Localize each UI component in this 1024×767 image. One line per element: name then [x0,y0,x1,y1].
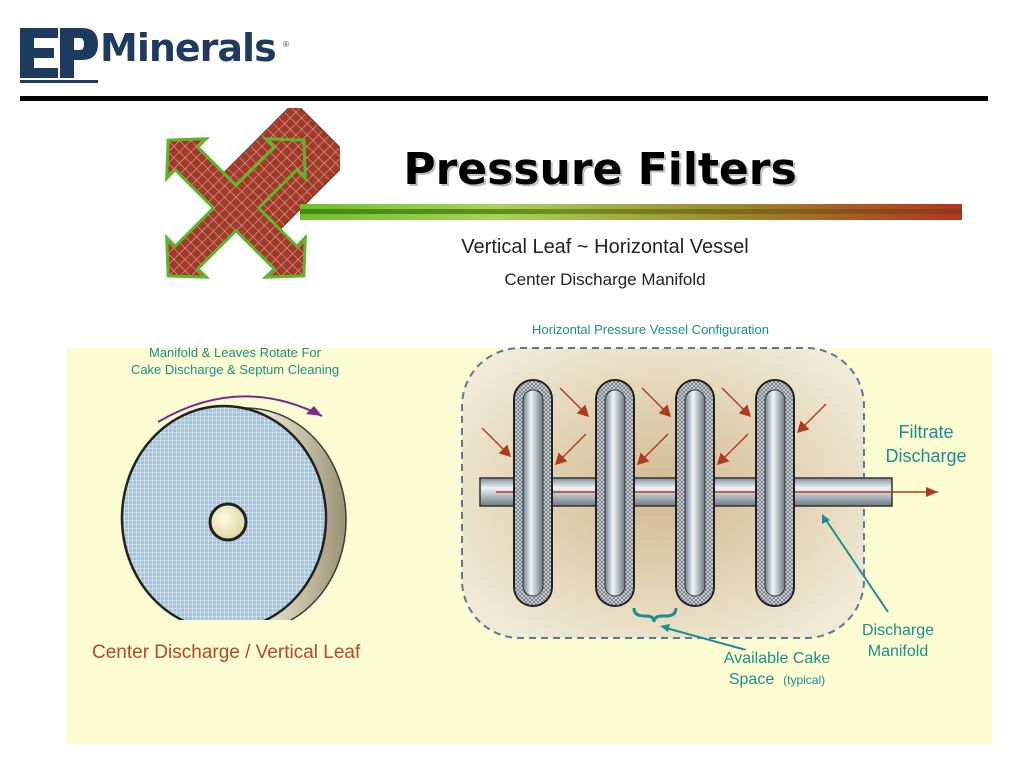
filter-leaf-disc-icon [120,395,347,620]
crossed-arrows-icon [165,108,340,279]
rotate-label-line2: Cake Discharge & Septum Cleaning [130,362,340,377]
filtrate-label-line2: Discharge [885,446,967,466]
horizontal-vessel-icon [461,347,938,650]
ep-logo-icon [20,28,98,83]
brand-name: Minerals [100,26,277,70]
cake-label-typical: (typical) [783,673,826,687]
discharge-manifold-label: Discharge Manifold [848,620,948,662]
cake-label-line1: Available Cake [723,650,831,667]
page-title: Pressure Filters [403,144,797,195]
cake-space-label: Available Cake Space (typical) [702,648,852,691]
cake-label-line2: Space (typical) [702,669,852,691]
vessel-config-title: Horizontal Pressure Vessel Configuration [532,322,770,337]
cake-label-space: Space [728,671,775,688]
rotate-label-line1: Manifold & Leaves Rotate For [149,345,321,360]
title-underline-bar [300,204,962,220]
filtrate-label-line1: Filtrate [898,422,954,442]
filtrate-label: Filtrate Discharge [870,420,982,468]
manifold-label-line1: Discharge [861,622,935,639]
rotate-label: Manifold & Leaves Rotate For Cake Discha… [110,344,360,378]
left-diagram-caption: Center Discharge / Vertical Leaf [92,642,361,663]
subtitle-secondary: Center Discharge Manifold [504,270,706,289]
header-rule [20,96,988,101]
registered-mark: ® [283,40,289,49]
subtitle: Vertical Leaf ~ Horizontal Vessel [461,236,749,258]
manifold-label-line2: Manifold [867,643,929,660]
